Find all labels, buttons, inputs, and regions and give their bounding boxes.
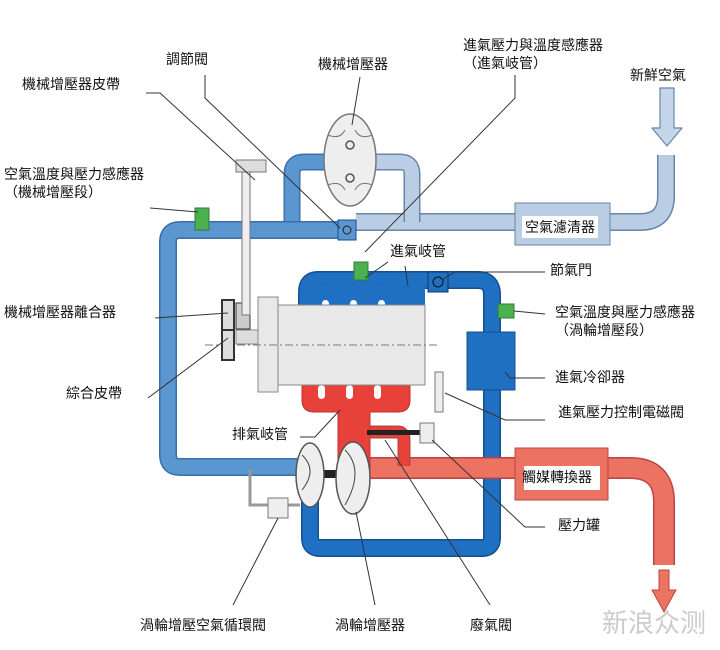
sc-sensor (194, 207, 210, 231)
crank-pulley (221, 329, 235, 361)
regulator-valve (337, 219, 357, 241)
throttle-valve (427, 271, 449, 293)
label-intake-manifold: 進氣岐管 (390, 244, 446, 260)
label-turbo-sensor-1: 空氣溫度與壓力感應器 (555, 305, 695, 321)
supercharger-belt (241, 164, 251, 316)
supercharger-rotor (323, 113, 377, 207)
label-intercooler: 進氣冷卻器 (555, 370, 625, 386)
label-sc-sensor-2: （機械增壓段） (4, 185, 102, 201)
label-fresh-air: 新鮮空氣 (630, 68, 686, 84)
label-wastegate: 廢氣閥 (470, 618, 512, 634)
diverter-valve (267, 497, 289, 519)
label-boost-solenoid: 進氣壓力控制電磁閥 (558, 405, 684, 421)
turbine-wheel (335, 441, 371, 515)
label-sc-clutch: 機械增壓器離合器 (4, 305, 116, 321)
label-supercharger-belt: 機械增壓器皮帶 (22, 77, 120, 93)
label-exhaust-manifold: 排氣岐管 (232, 427, 288, 443)
label-throttle-regulator: 調節閥 (166, 52, 208, 68)
leader-lines (146, 75, 546, 606)
label-diverter-valve: 渦輪增壓空氣循環閥 (140, 618, 266, 634)
fresh-air-arrow (651, 87, 683, 147)
supercharger-clutch (221, 299, 235, 331)
boost-solenoid (434, 371, 444, 413)
label-sc-sensor-1: 空氣溫度與壓力感應器 (4, 167, 144, 183)
label-poly-belt: 綜合皮帶 (66, 386, 122, 402)
watermark: 新浪众测 (601, 609, 706, 639)
label-pressure-canister: 壓力罐 (558, 518, 600, 534)
label-throttle: 節氣門 (550, 263, 592, 279)
manifold-sensor (353, 261, 369, 281)
label-catalytic-converter: 觸媒轉換器 (522, 470, 592, 486)
label-manifold-sensor-1: 進氣壓力與溫度感應器 (463, 38, 603, 54)
label-supercharger: 機械增壓器 (318, 57, 388, 73)
turbo-sensor (497, 303, 515, 319)
label-manifold-sensor-2: （進氣岐管） (463, 56, 547, 72)
wastegate-rod (367, 430, 427, 435)
pressure-canister (419, 422, 435, 444)
exhaust-out-arrow (651, 569, 677, 614)
label-air-filter: 空氣濾清器 (522, 216, 598, 238)
label-turbo-sensor-2: （渦輪增壓段） (555, 323, 653, 339)
label-turbocharger: 渦輪增壓器 (335, 618, 405, 634)
intercooler (466, 331, 516, 391)
